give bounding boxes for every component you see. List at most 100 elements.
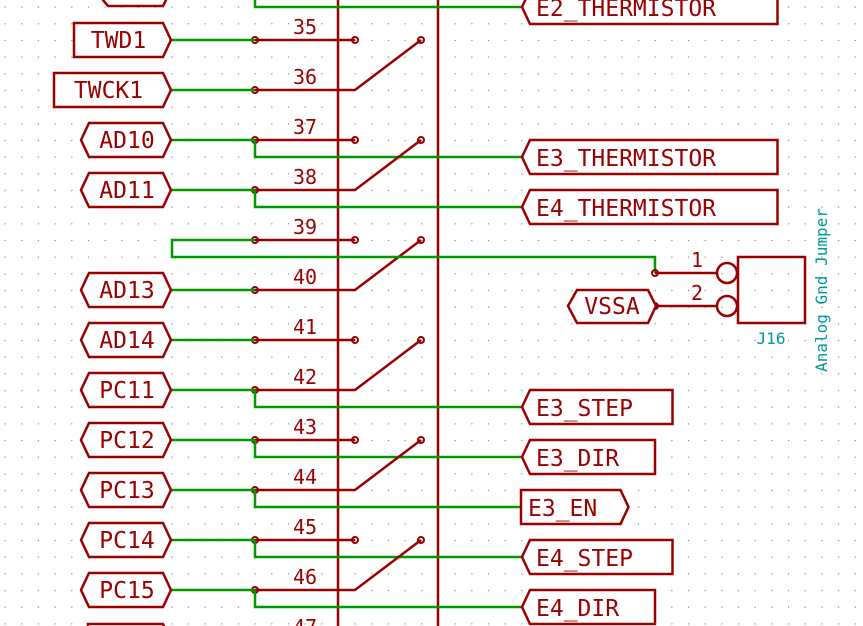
label-text: E4_DIR (536, 596, 619, 622)
label-text: AD13 (99, 278, 154, 304)
label-box (79, 521, 173, 559)
label-box (520, 588, 657, 626)
label-box (79, 121, 173, 159)
wire-to-e3_en[interactable] (253, 490, 522, 509)
wire-to-e3_thermistor[interactable] (253, 140, 522, 159)
wire-e2-thermistor (253, 0, 522, 9)
label-text: PC11 (99, 378, 154, 404)
pin-number-37: 37 (293, 115, 317, 139)
label-e3-thermistor[interactable]: E3_THERMISTOR (520, 138, 779, 176)
jumper-contact (417, 336, 425, 344)
label-text: TWD1 (91, 28, 146, 54)
wire-to-e4_thermistor[interactable] (253, 190, 522, 209)
jumper-pin-line (255, 39, 422, 92)
label-box (519, 488, 630, 526)
pin-row: 43 PC12 (79, 415, 522, 459)
wire-to-e3_step[interactable] (253, 390, 522, 409)
j16-reference: J16 (757, 329, 786, 348)
label-vssa[interactable]: VSSA (566, 288, 658, 325)
label-pc12[interactable]: PC12 (79, 421, 173, 459)
label-text: AD11 (99, 178, 154, 204)
label-box (79, 171, 173, 209)
label-text: E4_THERMISTOR (536, 196, 716, 222)
pin-row: 37 AD10 (79, 115, 522, 159)
label-ad13[interactable]: AD13 (79, 271, 173, 309)
label-ad11[interactable]: AD11 (79, 171, 173, 209)
label-text: PC14 (99, 528, 154, 554)
label-pc11[interactable]: PC11 (79, 371, 173, 409)
label-box (520, 388, 674, 426)
jumper-pin-line (255, 439, 422, 492)
connector-pin1-circle (715, 261, 739, 285)
label-text: E3_STEP (536, 396, 633, 422)
label-box (520, 438, 657, 476)
label-e2-thermistor[interactable]: E2_THERMISTOR (520, 0, 779, 26)
label-e3-en[interactable]: E3_EN (519, 488, 630, 526)
label-e4-thermistor[interactable]: E4_THERMISTOR (520, 188, 779, 226)
label-pc14[interactable]: PC14 (79, 521, 173, 559)
pin-number-46: 46 (293, 565, 317, 589)
jumper-contact (417, 136, 425, 144)
label-text: E2_THERMISTOR (536, 0, 716, 22)
right-labels: E2_THERMISTOR E3_THERMISTOR E4_THERMISTOR E… (519, 0, 779, 626)
label-box (79, 421, 173, 459)
label-text: TWCK1 (74, 78, 143, 104)
pin-number-44: 44 (293, 465, 317, 489)
connector-body (736, 255, 807, 325)
pin-row: 39 (251, 215, 359, 244)
pin-number-43: 43 (293, 415, 317, 439)
jumper-contact (417, 536, 425, 544)
label-box (520, 188, 779, 226)
label-text: E4_STEP (536, 546, 633, 572)
jumper-contact (351, 36, 359, 44)
connector-pin2-circle (715, 294, 739, 318)
jumper-contact (417, 236, 425, 244)
pin-number-45: 45 (293, 515, 317, 539)
label-pc13[interactable]: PC13 (79, 471, 173, 509)
label-twck1[interactable]: TWCK1 (52, 71, 173, 109)
label-box (79, 271, 173, 309)
wire-to-e4_step[interactable] (253, 540, 522, 559)
wire-to-e3_dir[interactable] (253, 440, 522, 459)
wire-pin39-to-j16[interactable] (170, 238, 657, 273)
pin-number-38: 38 (293, 165, 317, 189)
label-text: AD14 (99, 328, 154, 354)
j16-pin1-number: 1 (691, 248, 703, 272)
pin-number-35: 35 (293, 15, 317, 39)
label-box (72, 21, 173, 59)
label-box (520, 0, 779, 26)
label-ad10[interactable]: AD10 (79, 121, 173, 159)
pin-number-47: 47 (293, 615, 317, 626)
label-text: PC13 (99, 478, 154, 504)
partial-top-label (101, 0, 168, 8)
jumper-pin-line (255, 139, 422, 192)
label-text: E3_DIR (536, 446, 619, 472)
label-ad14[interactable]: AD14 (79, 321, 173, 359)
pin-number-42: 42 (293, 365, 317, 389)
jumper-contact (351, 336, 359, 344)
pin-number-41: 41 (293, 315, 317, 339)
label-twd1[interactable]: TWD1 (72, 21, 173, 59)
label-text: PC15 (99, 578, 154, 604)
label-e4-step[interactable]: E4_STEP (520, 538, 674, 576)
j16-pin2-number: 2 (691, 281, 703, 305)
label-e3-step[interactable]: E3_STEP (520, 388, 674, 426)
wire-to-e4_dir[interactable] (253, 590, 522, 609)
label-vssa-text: VSSA (584, 294, 640, 320)
jumper-pin-line (255, 539, 422, 592)
label-e3-dir[interactable]: E3_DIR (520, 438, 657, 476)
label-e4-dir[interactable]: E4_DIR (520, 588, 657, 626)
label-pc15[interactable]: PC15 (79, 571, 173, 609)
pin-number-36: 36 (293, 65, 317, 89)
jumper-pin-line (255, 339, 422, 392)
connector-j16[interactable]: 1 2 J16 Analog Gnd Jumper (651, 208, 831, 372)
jumper-contact (417, 36, 425, 44)
